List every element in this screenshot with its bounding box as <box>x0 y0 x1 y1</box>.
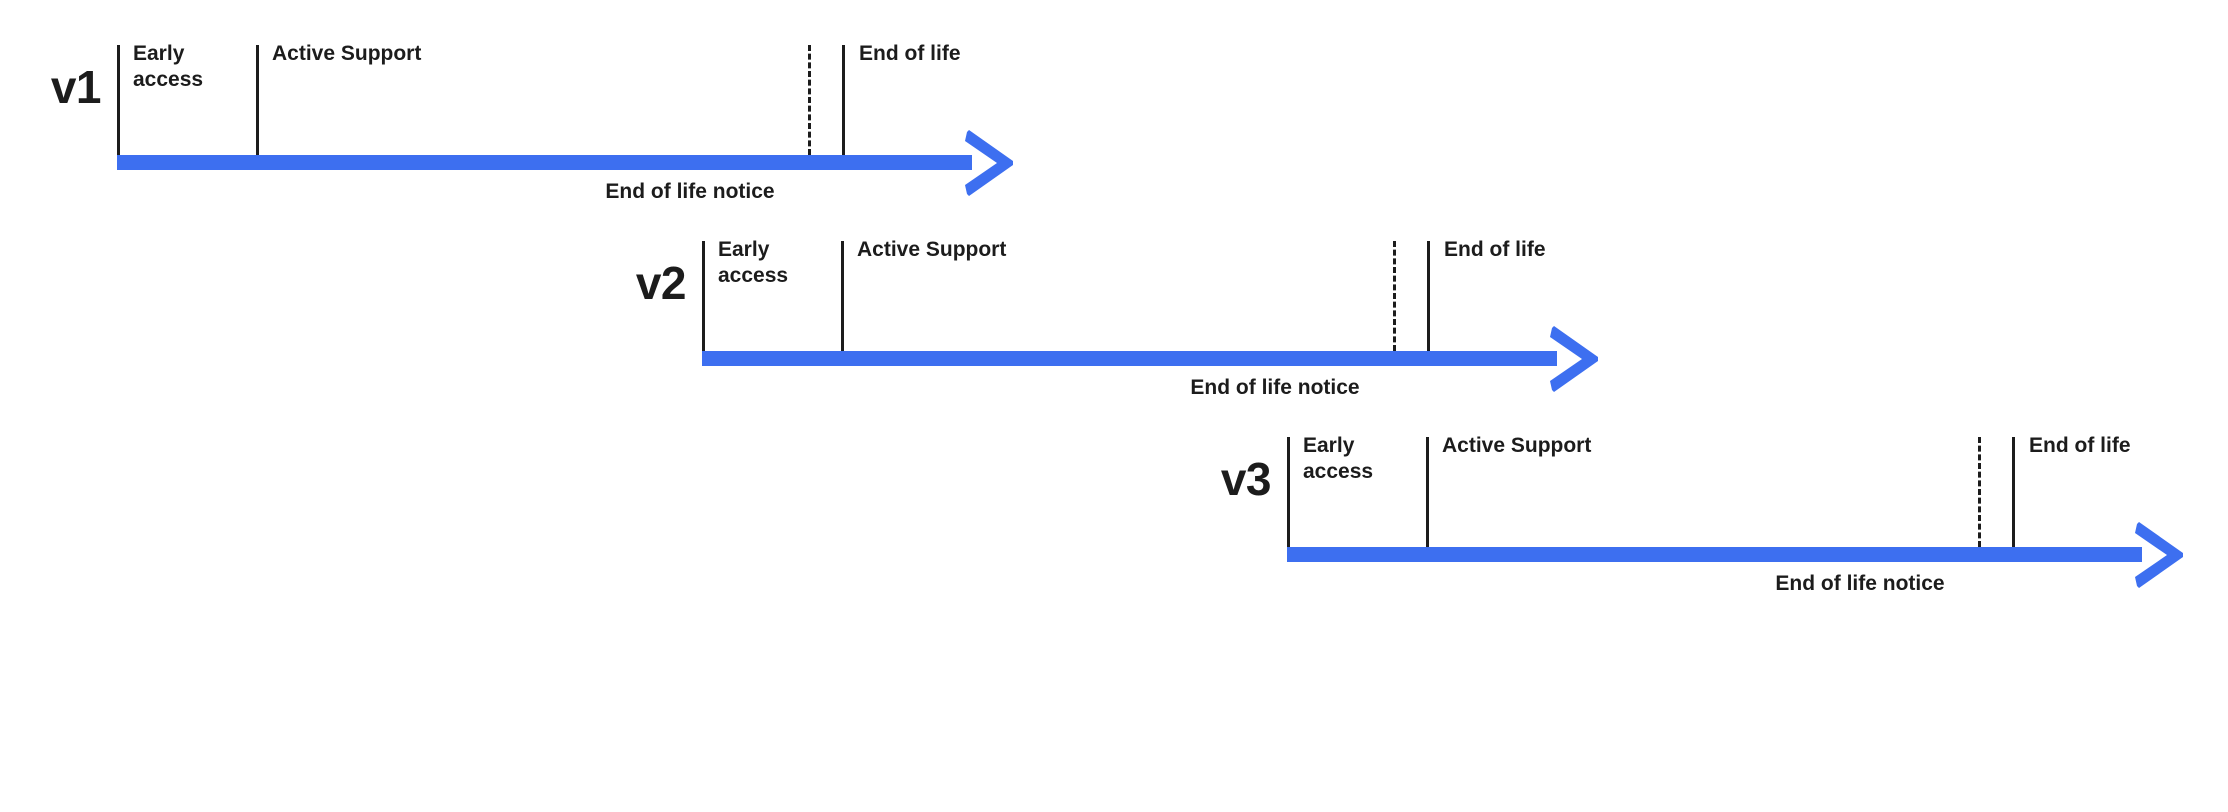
phase-tick <box>702 241 705 351</box>
phase-tick <box>1426 437 1429 547</box>
phase-label: Active Support <box>857 238 1007 261</box>
phase-label: Active Support <box>272 42 422 65</box>
end-of-life-notice-label: End of life notice <box>605 180 775 203</box>
phase-label: Active Support <box>1442 434 1592 457</box>
end-of-life-notice-tick <box>1393 241 1396 351</box>
phase-tick <box>842 45 845 155</box>
phase-label: End of life <box>859 42 961 65</box>
timeline-arrow-head-icon <box>1542 325 1600 392</box>
timeline-bar <box>702 351 1557 366</box>
phase-label: End of life <box>2029 434 2131 457</box>
end-of-life-notice-label: End of life notice <box>1775 572 1945 595</box>
phase-label: Early access <box>133 42 204 92</box>
phase-tick <box>2012 437 2015 547</box>
phase-label: Early access <box>718 238 789 288</box>
version-label-container: v3 <box>1191 412 1272 542</box>
timeline-bar <box>1287 547 2142 562</box>
version-label: v2 <box>635 257 687 309</box>
timeline-arrow-head-icon <box>2127 521 2185 588</box>
phase-tick <box>256 45 259 155</box>
version-label: v3 <box>1220 453 1272 505</box>
phase-tick <box>117 45 120 155</box>
version-label-container: v2 <box>606 216 687 346</box>
timeline-arrow-head-icon <box>957 129 1015 196</box>
phase-label: End of life <box>1444 238 1546 261</box>
end-of-life-notice-label: End of life notice <box>1190 376 1360 399</box>
phase-label: Early access <box>1303 434 1374 484</box>
timeline-bar <box>117 155 972 170</box>
version-label: v1 <box>50 61 102 113</box>
version-label-container: v1 <box>21 20 102 150</box>
phase-tick <box>1287 437 1290 547</box>
end-of-life-notice-tick <box>808 45 811 155</box>
phase-tick <box>841 241 844 351</box>
end-of-life-notice-tick <box>1978 437 1981 547</box>
phase-tick <box>1427 241 1430 351</box>
